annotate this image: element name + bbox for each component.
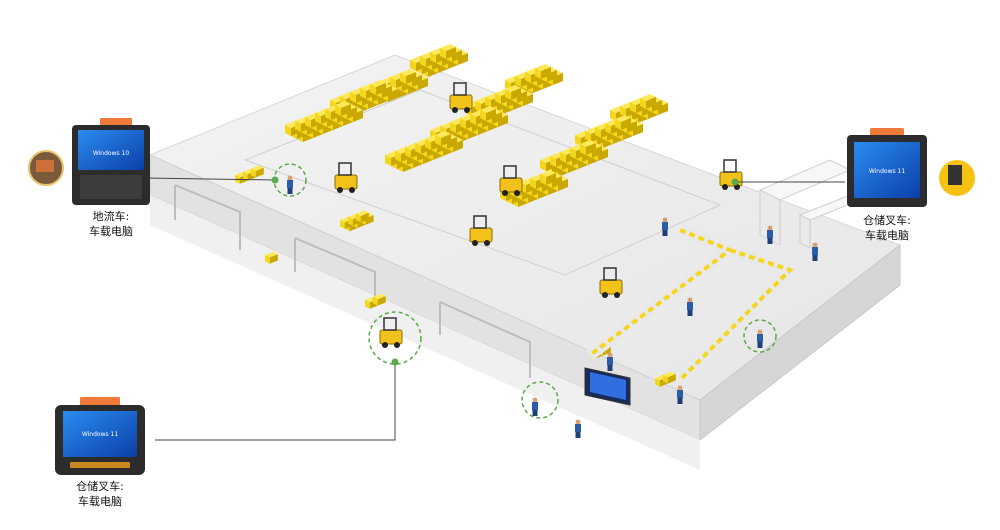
worker	[812, 242, 818, 261]
pallet-racks	[235, 44, 676, 387]
label-right-top-type: 车载电脑	[865, 229, 909, 242]
connection-lines	[144, 177, 845, 441]
keyboard-grid	[80, 175, 142, 199]
tracking-ring	[743, 319, 777, 353]
forklift	[599, 267, 623, 298]
worker	[532, 397, 538, 416]
forklift	[469, 215, 493, 246]
worker	[687, 297, 693, 316]
worker	[607, 352, 613, 371]
right-front-wall	[699, 243, 901, 442]
forklifts	[334, 82, 743, 348]
pallet-stack	[540, 140, 608, 177]
worker	[757, 329, 763, 348]
label-left-top-type: 车载电脑	[89, 225, 133, 238]
loading-doors	[174, 184, 531, 378]
label-right-top-name: 仓储叉车:	[863, 214, 911, 227]
forklift	[499, 165, 523, 196]
os-label-left: Windows 10	[93, 150, 130, 157]
forklift-terminal-right: Windows 11	[847, 128, 927, 207]
label-bottom-left-name: 仓储叉车:	[76, 480, 124, 493]
forklift-photo-right	[939, 160, 975, 196]
forklift	[449, 82, 473, 113]
conveyor-line	[586, 224, 802, 385]
forklift	[379, 317, 403, 348]
forklift	[334, 162, 358, 193]
worker	[662, 217, 668, 236]
forklift-terminal-bottom: Windows 11	[55, 397, 145, 475]
connection-nodes	[271, 176, 739, 366]
forklift	[719, 159, 743, 190]
pallet-stack	[410, 44, 468, 77]
pallet-stack	[365, 293, 386, 309]
worker	[575, 419, 581, 438]
pallet-stack	[655, 371, 676, 387]
vehicle-terminal-left: Windows 10	[72, 118, 150, 205]
os-label-right: Windows 11	[869, 168, 906, 175]
pallet-stack	[385, 131, 463, 172]
worker	[677, 385, 683, 404]
tracking-ring	[521, 381, 559, 419]
label-bottom-left-type: 车载电脑	[78, 495, 122, 508]
label-left-top: 地流车: 车载电脑	[70, 209, 152, 239]
label-left-top-name: 地流车:	[92, 210, 130, 223]
worker	[287, 175, 293, 194]
pallet-stack	[340, 210, 374, 232]
loading-yard	[150, 195, 700, 470]
dashboard-monitor	[584, 367, 631, 406]
vehicle-photo-left	[28, 150, 64, 186]
tracking-ring	[368, 311, 422, 365]
workers	[287, 175, 818, 438]
worker	[767, 225, 773, 244]
os-label-bottom: Windows 11	[82, 431, 119, 438]
pallet-stack	[285, 101, 363, 142]
label-right-top: 仓储叉车: 车载电脑	[846, 213, 928, 243]
label-bottom-left: 仓储叉车: 车载电脑	[58, 479, 142, 509]
pallet-stack	[265, 251, 278, 264]
